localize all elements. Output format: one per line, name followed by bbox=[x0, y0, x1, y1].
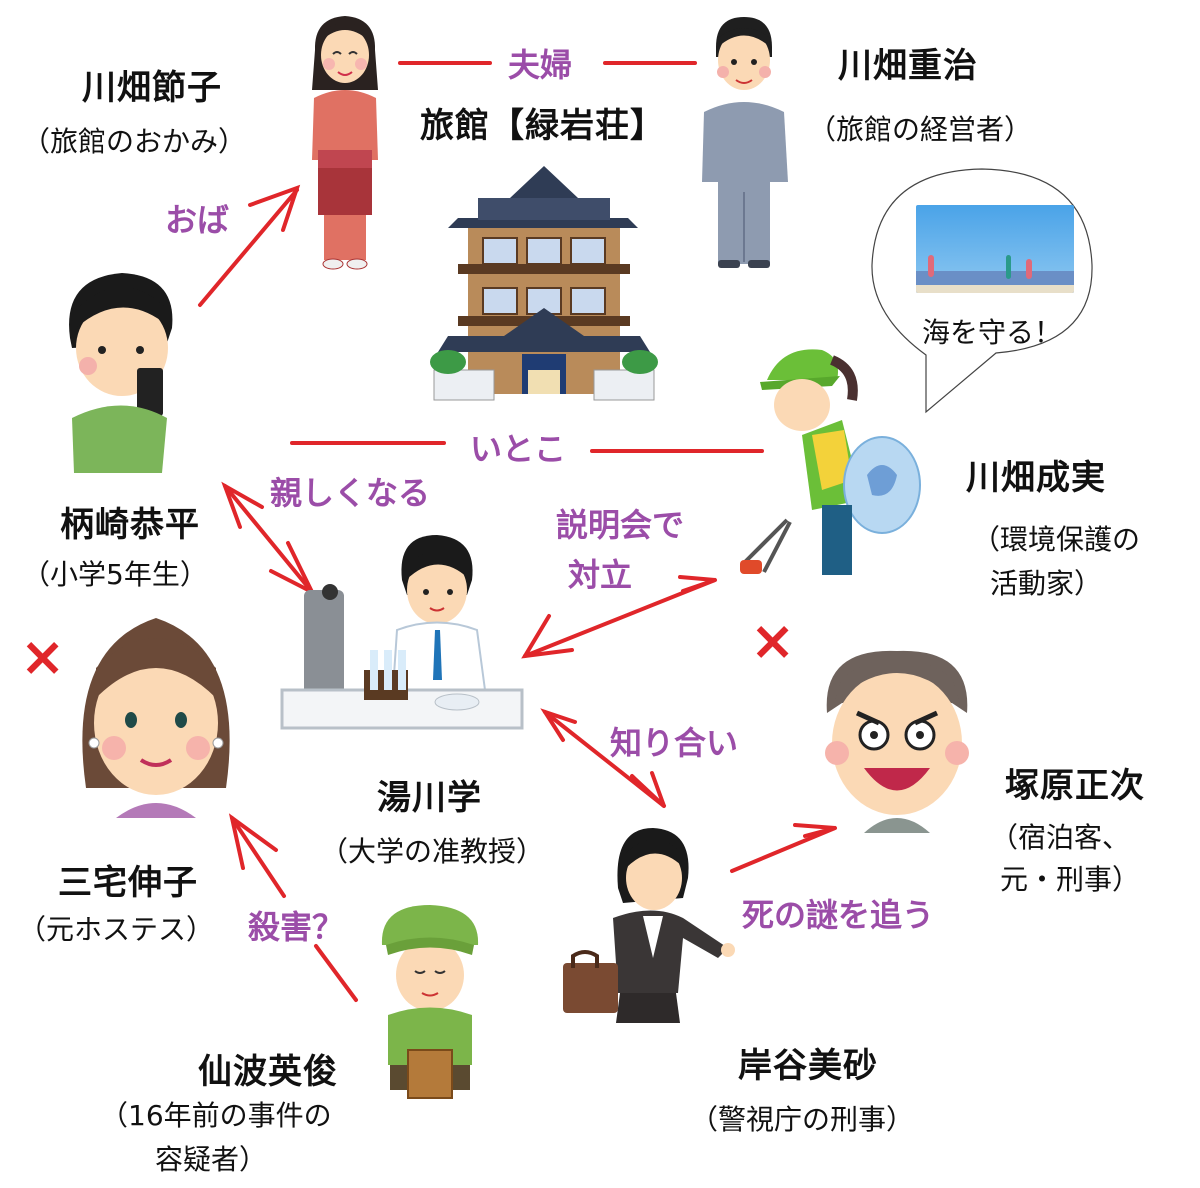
role-shigeharu: （旅館の経営者） bbox=[808, 113, 1033, 146]
woman-face-icon bbox=[82, 618, 230, 818]
woman-detective-icon bbox=[563, 828, 735, 1023]
role-yukawa: （大学の准教授） bbox=[320, 835, 545, 868]
name-tsukahara: 塚原正次 bbox=[1005, 766, 1145, 806]
role-nobuko: （元ホステス） bbox=[18, 913, 215, 946]
tsukahara-illustration bbox=[812, 643, 982, 833]
nobuko-illustration bbox=[66, 608, 246, 818]
relation-label-cousin: いとこ bbox=[470, 430, 567, 468]
ryokan-title: 旅館【緑岩荘】 bbox=[420, 106, 665, 146]
name-kishitani: 岸谷美砂 bbox=[738, 1046, 878, 1086]
ryokan-building-icon bbox=[430, 166, 658, 401]
relation-label-conflict-line1: 説明会で bbox=[556, 506, 685, 544]
angry-old-man-icon bbox=[825, 650, 969, 833]
narumi-illustration bbox=[732, 340, 922, 585]
woman-kimono-icon bbox=[312, 16, 378, 270]
woman-cleanup-icon bbox=[740, 349, 921, 575]
ryokan-illustration bbox=[428, 158, 660, 406]
role-senba-line1: （16年前の事件の bbox=[100, 1099, 332, 1132]
man-cajon-icon bbox=[381, 905, 479, 1099]
role-kyohei: （小学5年生） bbox=[22, 558, 208, 591]
name-setsuko: 川畑節子 bbox=[82, 68, 222, 108]
name-nobuko: 三宅伸子 bbox=[58, 863, 198, 903]
shigeharu-illustration bbox=[696, 12, 791, 274]
relation-label-chase-mystery: 死の謎を追う bbox=[742, 896, 935, 934]
relation-label-married: 夫婦 bbox=[508, 46, 573, 84]
deceased-mark-tsukahara: × bbox=[750, 609, 796, 672]
role-tsukahara-line2: 元・刑事） bbox=[1000, 863, 1141, 896]
relation-label-become-close: 親しくなる bbox=[270, 474, 431, 512]
kyohei-illustration bbox=[62, 268, 182, 478]
relation-label-aunt: おば bbox=[165, 201, 230, 239]
role-senba-line2: 容疑者） bbox=[155, 1143, 268, 1176]
role-tsukahara-line1: （宿泊客、 bbox=[990, 821, 1131, 854]
relation-label-acquaintance: 知り合い bbox=[610, 724, 739, 762]
role-kishitani: （警視庁の刑事） bbox=[690, 1103, 915, 1136]
relation-label-conflict-line2: 対立 bbox=[568, 556, 633, 594]
scientist-microscope-icon bbox=[280, 535, 524, 730]
ocean-image bbox=[916, 205, 1074, 293]
name-shigeharu: 川畑重治 bbox=[838, 46, 978, 86]
boy-with-phone-icon bbox=[69, 273, 173, 473]
role-narumi-line1: （環境保護の bbox=[972, 523, 1141, 556]
relation-label-murder: 殺害？ bbox=[248, 908, 345, 946]
kishitani-illustration bbox=[558, 818, 743, 1058]
setsuko-illustration bbox=[300, 10, 390, 275]
name-kyohei: 柄崎恭平 bbox=[60, 505, 200, 545]
role-narumi-line2: 活動家） bbox=[990, 567, 1103, 600]
role-setsuko: （旅館のおかみ） bbox=[22, 125, 247, 158]
speech-bubble-text: 海を守る！ bbox=[922, 316, 1063, 349]
name-yukawa: 湯川学 bbox=[377, 778, 482, 818]
man-worksuit-icon bbox=[702, 17, 788, 268]
deceased-mark-nobuko: × bbox=[20, 625, 66, 688]
name-senba: 仙波英俊 bbox=[198, 1052, 338, 1092]
senba-illustration bbox=[380, 905, 480, 1100]
yukawa-illustration bbox=[272, 530, 530, 755]
name-narumi: 川畑成実 bbox=[966, 458, 1106, 498]
speech-bubble: 海を守る！ bbox=[866, 165, 1098, 415]
